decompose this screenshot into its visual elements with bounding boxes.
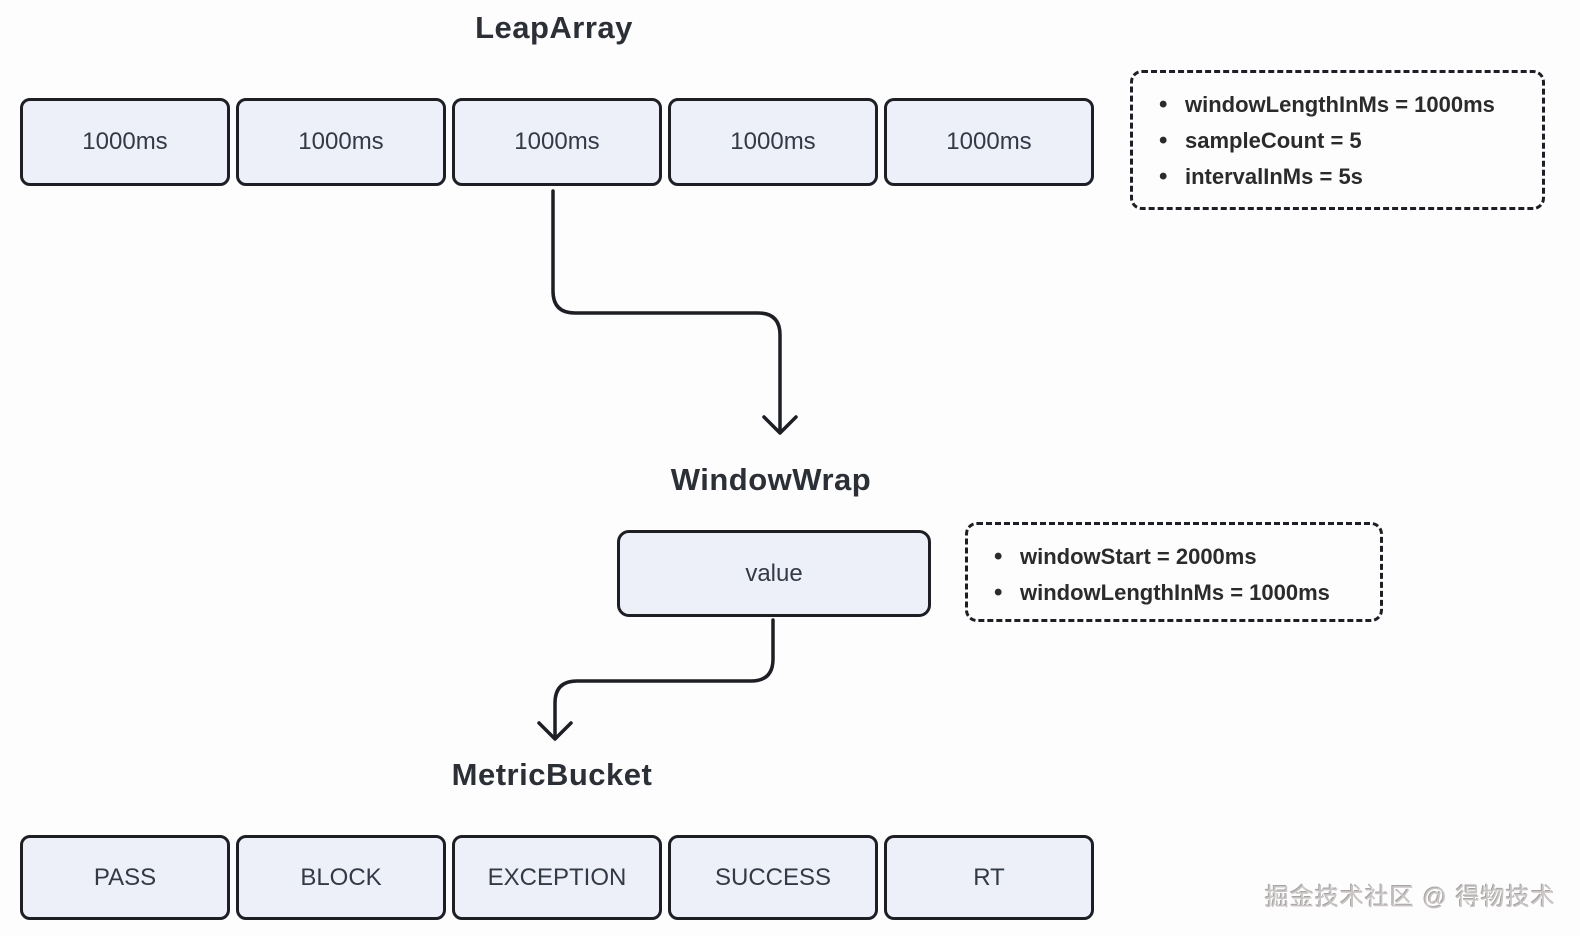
leap-array-title: LeapArray xyxy=(475,10,633,45)
arrow-leaparray-to-windowwrap xyxy=(551,189,782,432)
watermark: 掘金技术社区 @ 得物技术 xyxy=(1265,884,1556,911)
leap-array-note: windowLengthInMs = 1000ms sampleCount = … xyxy=(1130,70,1545,210)
note-item: sampleCount = 5 xyxy=(1155,123,1516,159)
window-wrap-note-list: windowStart = 2000ms windowLengthInMs = … xyxy=(990,539,1354,611)
arrow-value-to-metricbucket xyxy=(553,618,775,738)
arrowhead-down-icon xyxy=(537,721,573,741)
metric-bucket-cell: BLOCK xyxy=(236,835,446,920)
window-wrap-note: windowStart = 2000ms windowLengthInMs = … xyxy=(965,522,1383,622)
metric-bucket-cell: EXCEPTION xyxy=(452,835,662,920)
window-wrap-title: WindowWrap xyxy=(670,462,872,497)
note-item: intervalInMs = 5s xyxy=(1155,159,1516,195)
window-wrap-value-box: value xyxy=(617,530,931,617)
metric-bucket-cell: SUCCESS xyxy=(668,835,878,920)
leap-array-cell: 1000ms xyxy=(884,98,1094,186)
metric-bucket-row: PASS BLOCK EXCEPTION SUCCESS RT xyxy=(20,835,1094,920)
leap-array-cell: 1000ms xyxy=(20,98,230,186)
metric-bucket-cell: PASS xyxy=(20,835,230,920)
note-item: windowLengthInMs = 1000ms xyxy=(990,575,1354,611)
leap-array-cell: 1000ms xyxy=(236,98,446,186)
leap-array-cell: 1000ms xyxy=(668,98,878,186)
metric-bucket-title: MetricBucket xyxy=(451,757,653,792)
leap-array-cell: 1000ms xyxy=(452,98,662,186)
metric-bucket-cell: RT xyxy=(884,835,1094,920)
note-item: windowLengthInMs = 1000ms xyxy=(1155,87,1516,123)
arrowhead-down-icon xyxy=(762,415,798,435)
leap-array-note-list: windowLengthInMs = 1000ms sampleCount = … xyxy=(1155,87,1516,195)
note-item: windowStart = 2000ms xyxy=(990,539,1354,575)
leap-array-row: 1000ms 1000ms 1000ms 1000ms 1000ms xyxy=(20,98,1094,186)
